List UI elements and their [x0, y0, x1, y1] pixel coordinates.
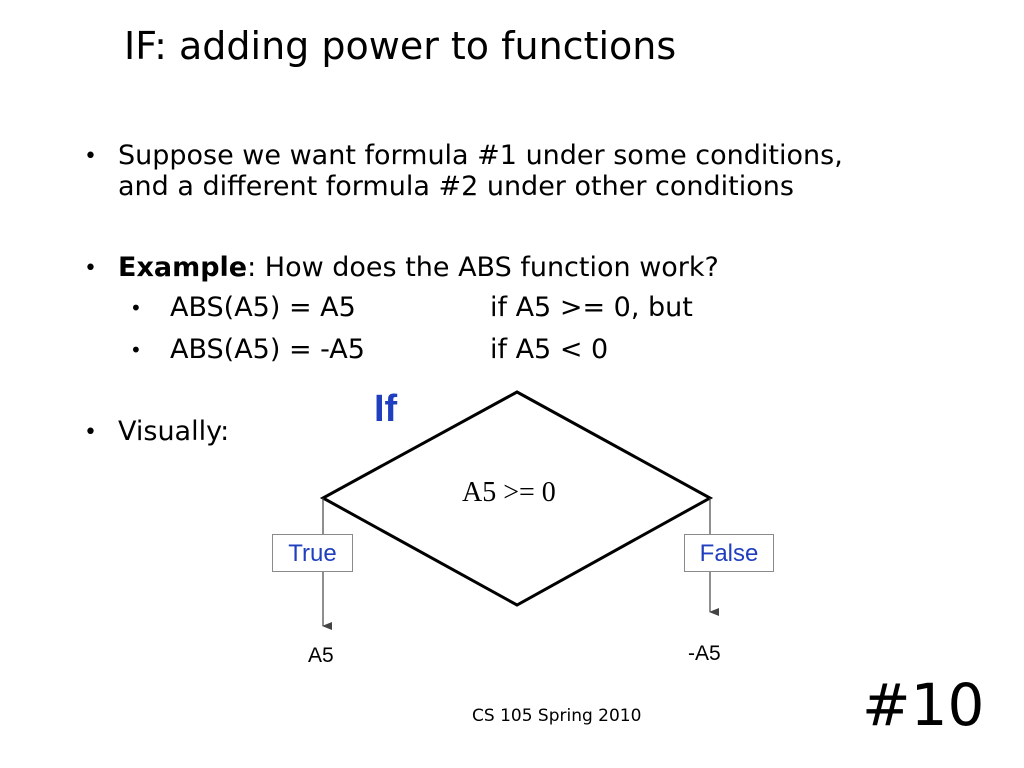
sub-bullet-1-left: ABS(A5) = A5 [170, 292, 356, 323]
sub-bullet-dot: • [130, 338, 142, 362]
bullet-2-bold: Example [118, 252, 248, 283]
decision-diamond [319, 390, 714, 607]
bullet-2: Example: How does the ABS function work? [118, 252, 719, 284]
false-result: -A5 [688, 642, 721, 665]
true-result: A5 [308, 644, 334, 667]
footer-text: CS 105 Spring 2010 [472, 706, 642, 726]
slide-number: #10 [862, 671, 985, 739]
bullet-dot: • [84, 256, 97, 281]
bullet-3: Visually: [118, 416, 230, 447]
sub-bullet-2-left: ABS(A5) = -A5 [170, 334, 365, 365]
slide-title: IF: adding power to functions [124, 24, 677, 68]
sub-bullet-1-right: if A5 >= 0, but [490, 292, 693, 323]
false-branch-box: False [684, 534, 774, 572]
bullet-1-line-1: Suppose we want formula #1 under some co… [118, 140, 843, 171]
bullet-2-text: : How does the ABS function work? [247, 252, 719, 283]
if-label: If [374, 388, 398, 430]
bullet-dot: • [84, 144, 97, 169]
true-branch-box: True [272, 534, 353, 572]
sub-bullet-2-right: if A5 < 0 [490, 334, 609, 365]
bullet-dot: • [84, 420, 97, 445]
bullet-1-line-2: and a different formula #2 under other c… [118, 171, 794, 202]
sub-bullet-dot: • [130, 296, 142, 320]
condition-label: A5 >= 0 [462, 477, 556, 508]
